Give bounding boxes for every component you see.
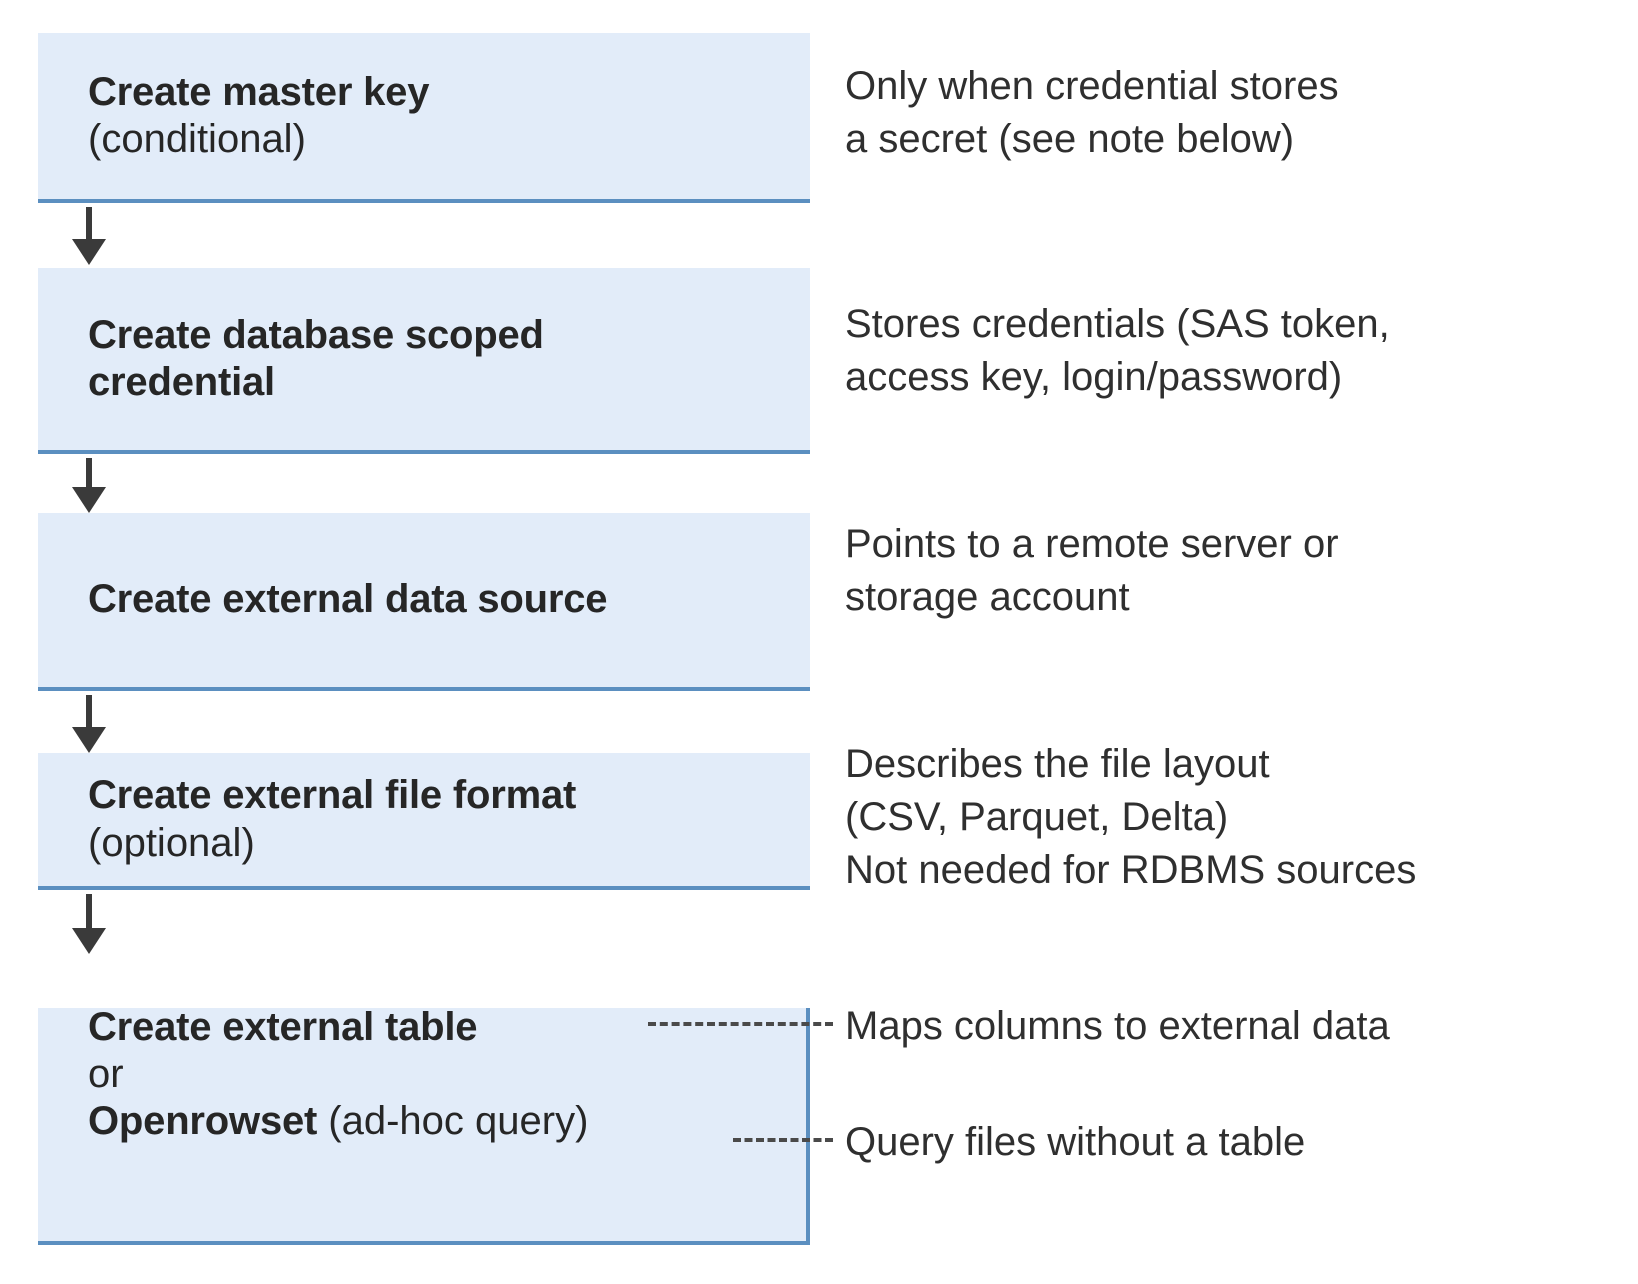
step-box-create-external-data-source[interactable]: Create external data source (38, 513, 810, 691)
annotation-create-master-key: Only when credential stores a secret (se… (845, 60, 1339, 166)
arrow-down-2 (72, 458, 106, 513)
annotation-create-external-file-format: Describes the file layout (CSV, Parquet,… (845, 738, 1416, 896)
step-subtitle-create-external-file-format: (optional) (88, 820, 255, 865)
arrow-down-3 (72, 695, 106, 753)
step-subtitle-create-master-key: (conditional) (88, 117, 306, 161)
annotation-line: storage account (845, 574, 1130, 619)
step-box-create-external-file-format[interactable]: Create external file format (optional) (38, 753, 810, 890)
arrow-head-icon (72, 928, 106, 954)
dashed-connector-openrowset (733, 1138, 833, 1142)
step-title-openrowset-row: Openrowset (ad-hoc query) (88, 1098, 792, 1145)
arrow-head-icon (72, 487, 106, 513)
step-title-create-master-key: Create master key (88, 69, 430, 114)
annotation-create-external-table: Maps columns to external data (845, 1000, 1390, 1053)
arrow-shaft (86, 894, 92, 930)
annotation-line: Stores credentials (SAS token, (845, 302, 1390, 346)
arrow-shaft (86, 458, 92, 489)
step-title-openrowset: Openrowset (88, 1099, 318, 1144)
step-title-create-external-data-source: Create external data source (88, 577, 608, 622)
annotation-line: Query files without a table (845, 1120, 1306, 1164)
annotation-line: Points to a remote server or (845, 522, 1339, 566)
annotation-line: a secret (see note below) (845, 116, 1295, 161)
step-box-create-master-key[interactable]: Create master key (conditional) (38, 33, 810, 203)
step-box-create-external-table-or-openrowset[interactable]: Create external table or Openrowset (ad-… (38, 1005, 810, 1245)
annotation-create-database-scoped-credential: Stores credentials (SAS token, access ke… (845, 298, 1390, 404)
step-box-create-database-scoped-credential[interactable]: Create database scoped credential (38, 268, 810, 454)
annotation-line: Not needed for RDBMS sources (845, 847, 1417, 892)
step-title-create-external-table: Create external table (88, 1005, 478, 1049)
annotation-line: Describes the file layout (845, 742, 1270, 786)
step-title-create-database-scoped-credential: Create database scoped (88, 312, 544, 357)
step-subtitle-openrowset: (ad-hoc query) (317, 1099, 589, 1144)
annotation-line: (CSV, Parquet, Delta) (845, 794, 1229, 839)
arrow-down-1 (72, 207, 106, 265)
arrow-down-4 (72, 894, 106, 954)
arrow-head-icon (72, 727, 106, 753)
annotation-line: Only when credential stores (845, 64, 1339, 108)
step-or-label: or (88, 1052, 124, 1097)
annotation-line: Maps columns to external data (845, 1004, 1390, 1048)
annotation-line: access key, login/password) (845, 354, 1343, 399)
arrow-shaft (86, 207, 92, 241)
arrow-head-icon (72, 239, 106, 265)
arrow-shaft (86, 695, 92, 729)
annotation-openrowset: Query files without a table (845, 1116, 1305, 1169)
step-title-create-database-scoped-credential-line2: credential (88, 360, 275, 404)
dashed-connector-external-table (648, 1022, 833, 1026)
annotation-create-external-data-source: Points to a remote server or storage acc… (845, 518, 1339, 624)
step-title-create-external-file-format: Create external file format (88, 773, 577, 818)
